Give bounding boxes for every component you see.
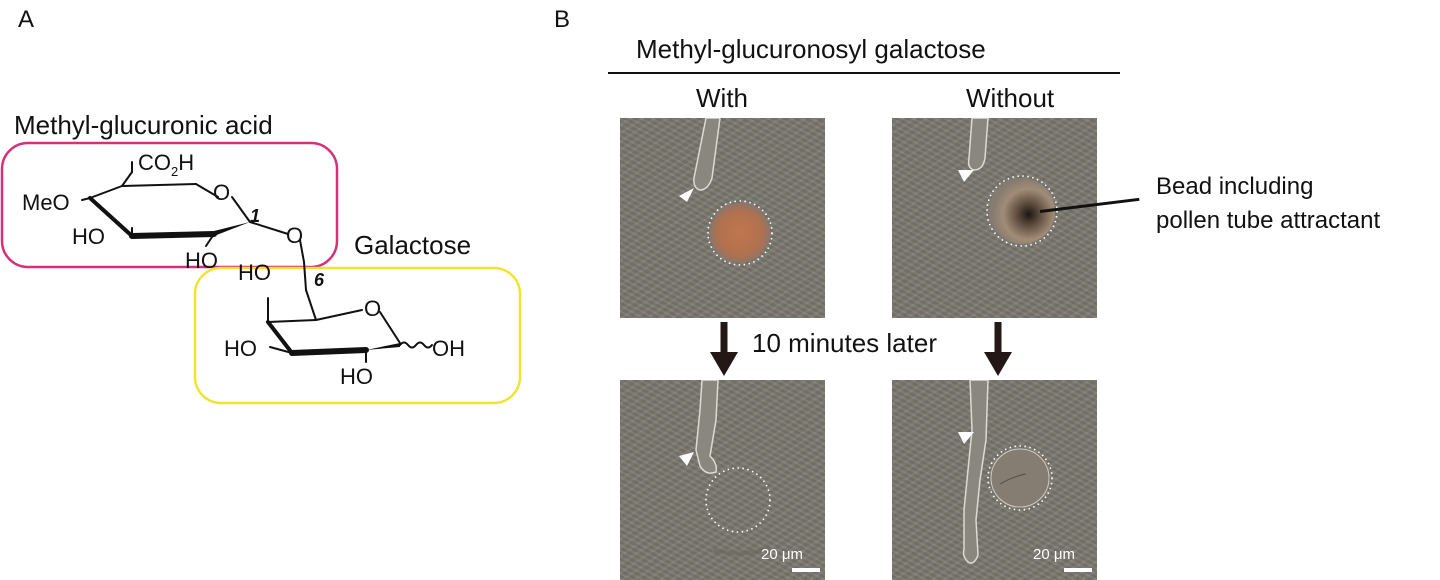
glucuronic-ring bbox=[81, 161, 305, 263]
bead-outline bbox=[987, 445, 1053, 511]
co2h-label: CO2H bbox=[138, 150, 194, 179]
down-arrow-left-icon bbox=[710, 322, 738, 376]
bead bbox=[710, 203, 770, 263]
arrowhead-icon bbox=[958, 170, 974, 182]
carbon-6-label: 6 bbox=[314, 270, 325, 290]
bead-outline bbox=[986, 175, 1058, 247]
ho-c4-galactose: HO bbox=[238, 260, 271, 285]
oh-right: OH bbox=[432, 336, 465, 361]
panel-a-letter: A bbox=[18, 6, 35, 33]
arrowhead-icon bbox=[679, 452, 694, 466]
with-label: With bbox=[696, 83, 748, 113]
arrowhead-icon bbox=[958, 432, 974, 444]
scale-bar-left bbox=[792, 568, 820, 572]
ho-left-bottom: HO bbox=[224, 336, 257, 361]
bead-outline bbox=[707, 200, 773, 266]
bead-note: Bead including pollen tube attractant bbox=[1156, 170, 1380, 238]
residue bbox=[713, 546, 771, 556]
scale-label-left: 20 μm bbox=[761, 546, 803, 563]
pollen-tube bbox=[967, 118, 989, 171]
panel-b-letter: B bbox=[554, 6, 571, 33]
galactose-ring bbox=[266, 261, 433, 363]
ho-left-top: HO bbox=[72, 224, 105, 249]
compound-title: Methyl-glucuronosyl galactose bbox=[636, 34, 986, 64]
ring-oxygen-top: O bbox=[213, 180, 230, 205]
glucuronic-acid-box bbox=[0, 141, 339, 269]
meo-label: MeO bbox=[22, 190, 70, 215]
micrograph-without-before bbox=[892, 118, 1097, 318]
without-label: Without bbox=[966, 83, 1055, 113]
bead bbox=[989, 178, 1055, 244]
ring-oxygen-bottom: O bbox=[364, 296, 381, 321]
down-arrow-right-icon bbox=[984, 322, 1012, 376]
disaccharide-structure: CO2H O MeO HO HO 1 O HO 6 O HO OH HO bbox=[0, 0, 540, 420]
carbon-1-label: 1 bbox=[250, 206, 260, 226]
bead-note-line1: Bead including bbox=[1156, 173, 1314, 200]
scale-label-right: 20 μm bbox=[1033, 546, 1075, 563]
pollen-tube bbox=[693, 118, 721, 191]
glucuronic-acid-label: Methyl-glucuronic acid bbox=[14, 110, 273, 140]
micrograph-without-after: 20 μm bbox=[892, 380, 1097, 580]
ho-bottom-bottom: HO bbox=[340, 364, 373, 389]
micrograph-with-before bbox=[620, 118, 825, 318]
glycosidic-oxygen: O bbox=[286, 223, 303, 248]
time-label: 10 minutes later bbox=[752, 328, 937, 358]
pollen-tube bbox=[695, 380, 719, 474]
galactose-box bbox=[193, 266, 522, 405]
galactose-label: Galactose bbox=[354, 230, 472, 260]
arrowhead-icon bbox=[679, 188, 694, 202]
micrograph-with-after: 20 μm bbox=[620, 380, 825, 580]
pollen-tube bbox=[962, 380, 989, 564]
bead-note-line2: pollen tube attractant bbox=[1156, 207, 1381, 234]
scale-bar-right bbox=[1064, 568, 1092, 572]
ho-bottom-top: HO bbox=[185, 248, 218, 273]
bead bbox=[990, 448, 1050, 508]
title-underline bbox=[608, 72, 1120, 74]
bead-outline bbox=[705, 467, 771, 533]
